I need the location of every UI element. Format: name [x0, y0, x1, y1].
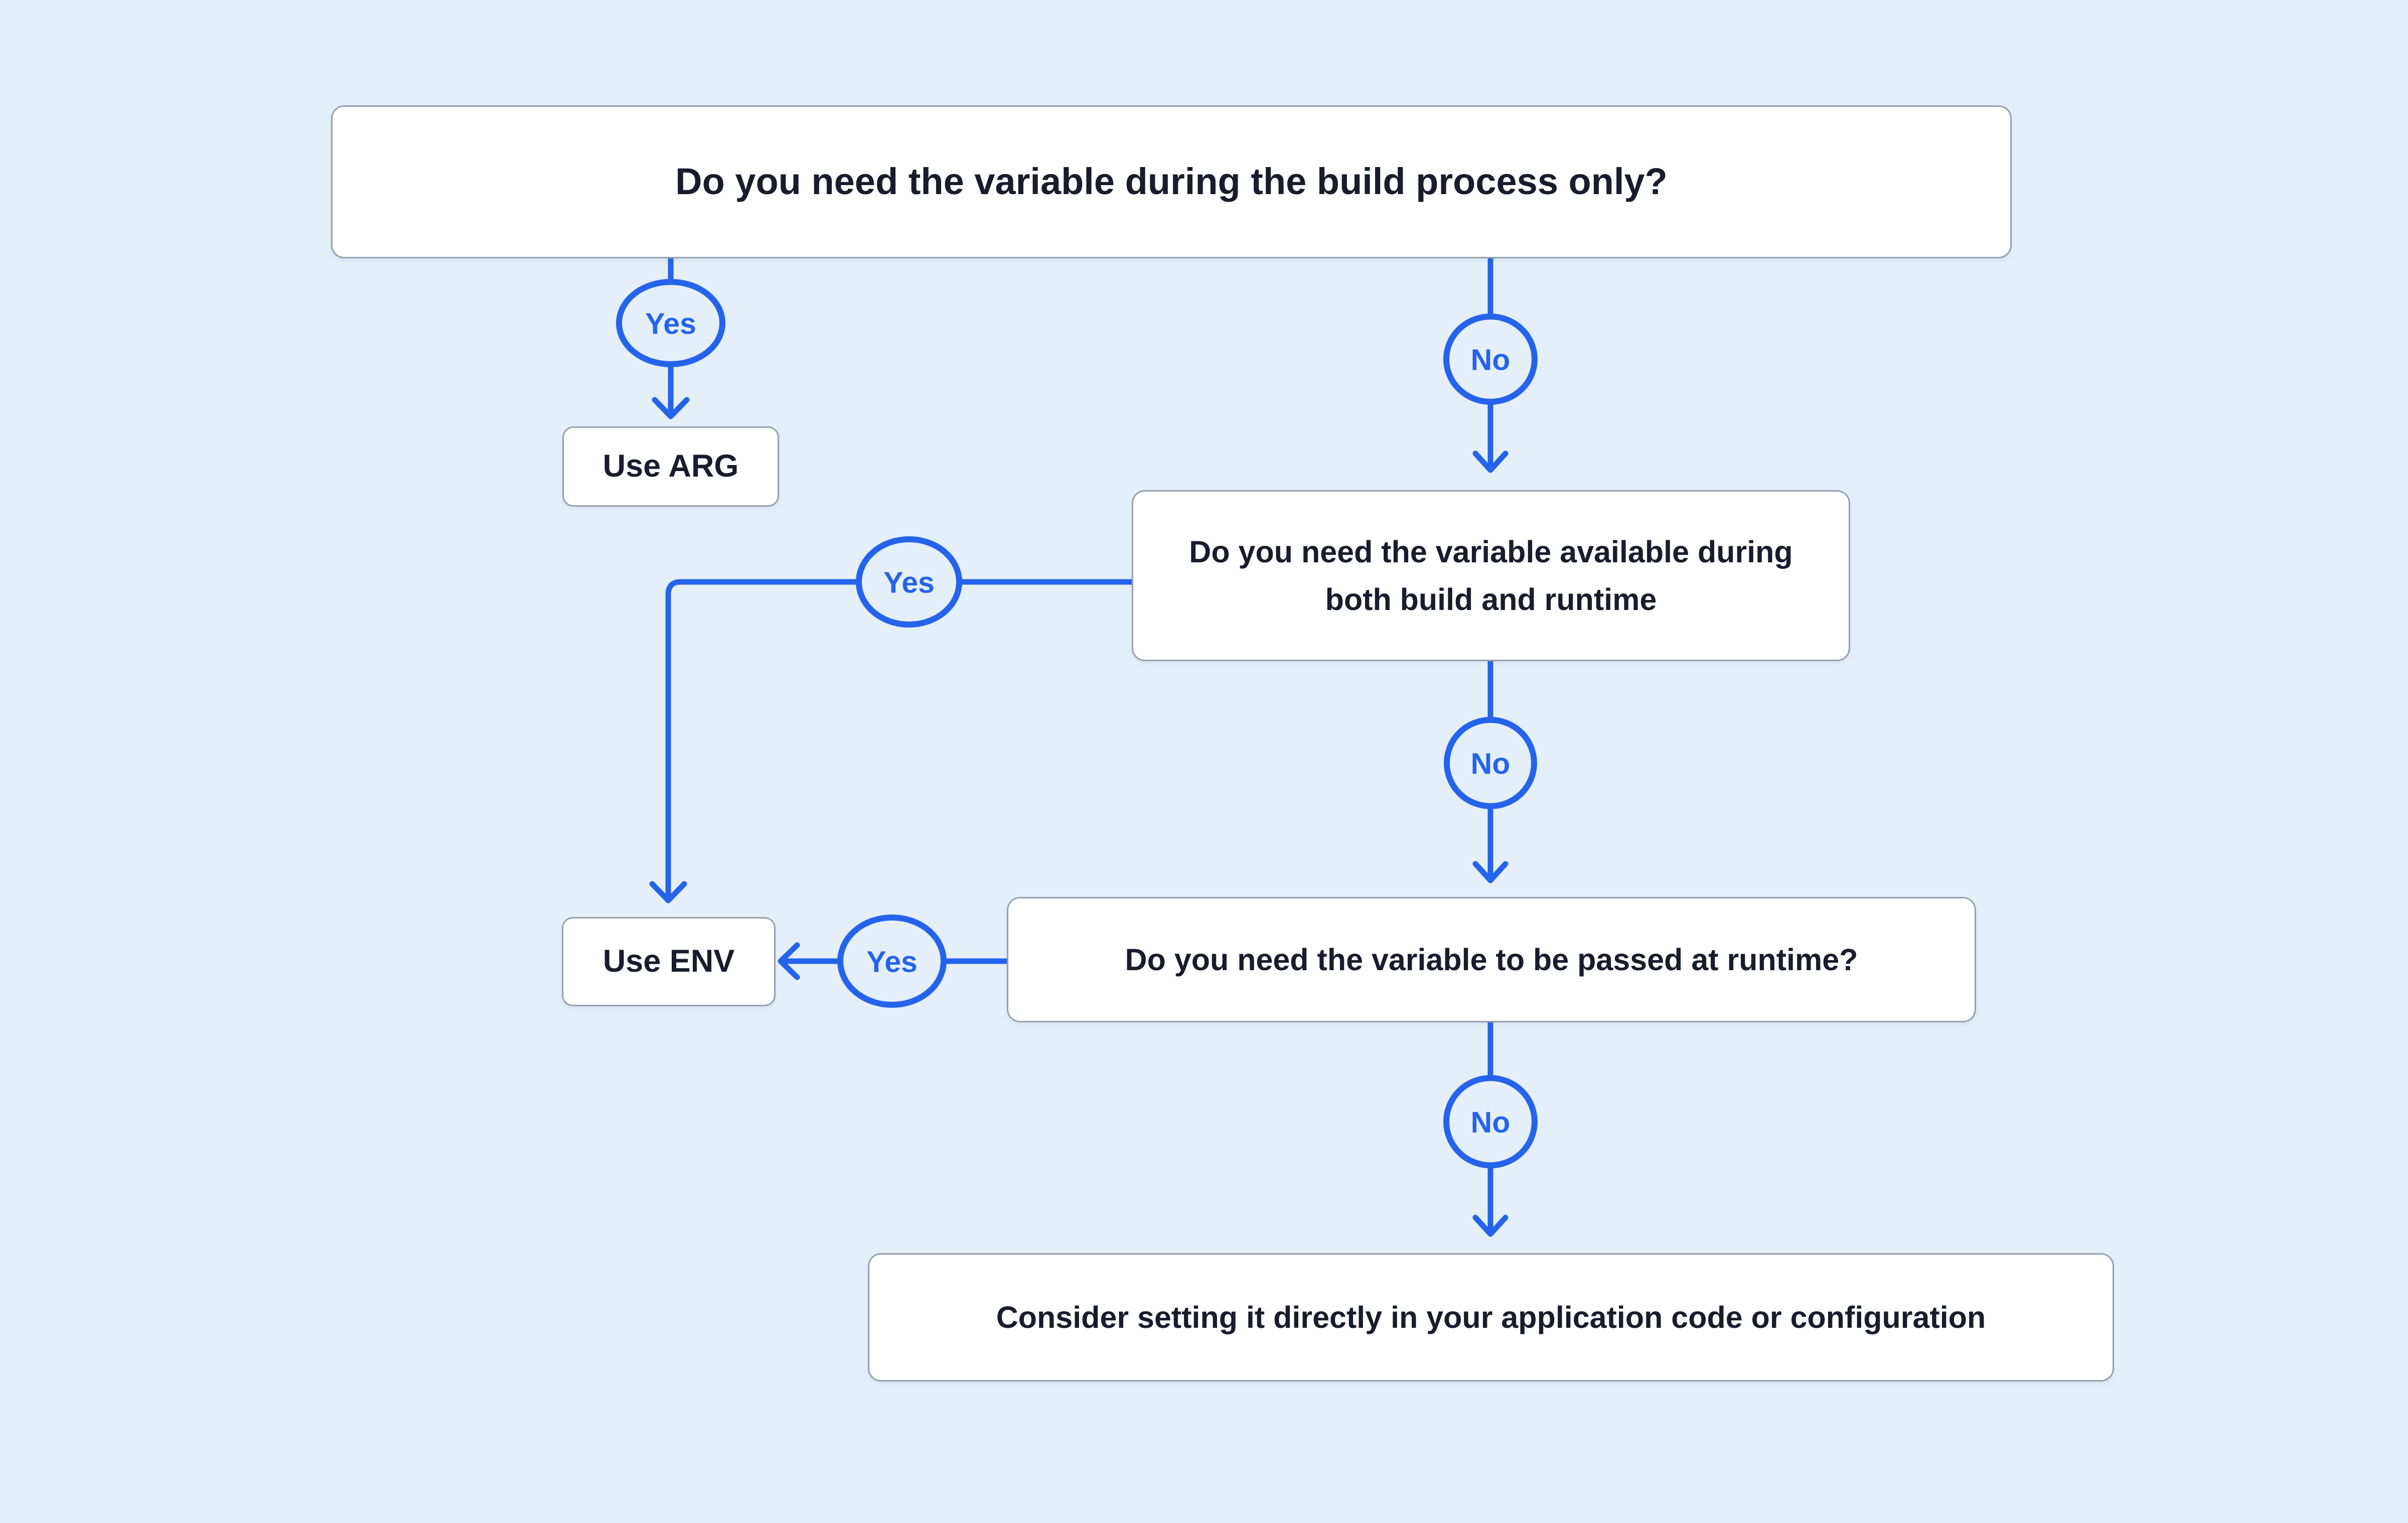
- no-badge-shape-q1: [1443, 314, 1538, 405]
- connector-q2-yes: [649, 579, 1135, 903]
- edge-label-q1-yes: Yes: [645, 307, 696, 341]
- edge-label-q2-no: No: [1470, 747, 1511, 781]
- yes-badge-shape-q3: [837, 915, 947, 1008]
- edge-label-q2-yes: Yes: [883, 566, 935, 599]
- node-question-passed-at-runtime-label: Do you need the variable to be passed at…: [1125, 942, 1858, 977]
- yes-badge-shape-q1: [616, 279, 725, 367]
- node-question-passed-at-runtime: Do you need the variable to be passed at…: [1007, 897, 1976, 1022]
- edge-label-q3-yes: Yes: [866, 945, 918, 979]
- node-question-build-and-runtime-label: Do you need the variable available durin…: [1189, 534, 1793, 617]
- edge-label-q1-no: No: [1470, 343, 1511, 377]
- yes-badge-shape-q2: [856, 536, 962, 628]
- no-badge-shape-q2: [1444, 717, 1537, 809]
- node-use-env-label: Use ENV: [603, 944, 735, 979]
- node-use-env: Use ENV: [562, 917, 776, 1006]
- node-question-build-only: Do you need the variable during the buil…: [331, 105, 2012, 258]
- edge-label-q3-no: No: [1470, 1106, 1511, 1139]
- node-question-build-only-label: Do you need the variable during the buil…: [675, 161, 1668, 203]
- node-question-build-and-runtime: Do you need the variable available durin…: [1132, 490, 1850, 661]
- node-fallback-config-label: Consider setting it directly in your app…: [996, 1300, 1986, 1334]
- no-badge-shape-q3: [1443, 1075, 1538, 1168]
- node-use-arg: Use ARG: [562, 426, 779, 507]
- node-use-arg-label: Use ARG: [603, 448, 739, 484]
- node-fallback-config: Consider setting it directly in your app…: [868, 1253, 2114, 1382]
